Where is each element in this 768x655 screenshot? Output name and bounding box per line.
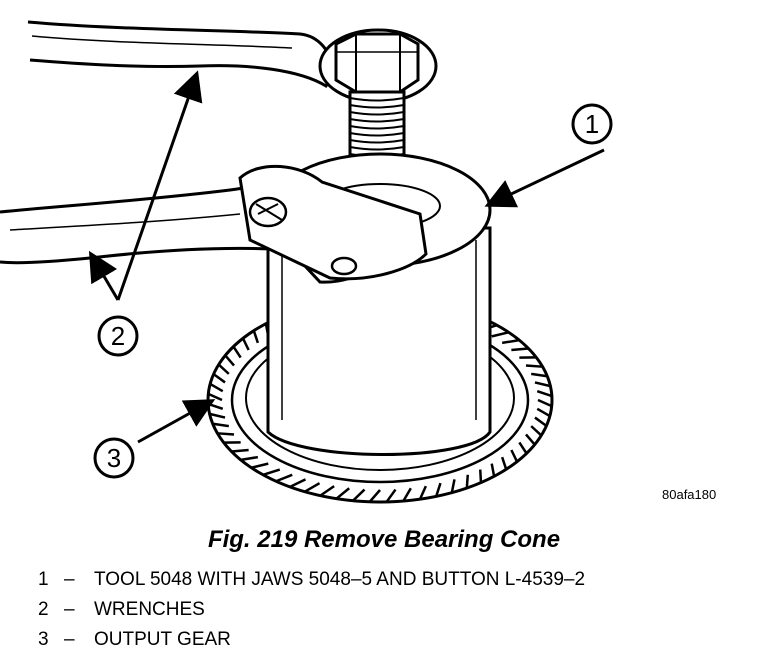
legend-item-number: 2 xyxy=(38,595,64,625)
gear-tooth xyxy=(526,366,543,367)
arrow-2a xyxy=(118,76,196,300)
arrow-3 xyxy=(138,402,210,442)
legend-item-dash: – xyxy=(64,595,94,625)
legend-item-text: OUTPUT GEAR xyxy=(94,625,231,655)
legend-item-text: TOOL 5048 WITH JAWS 5048–5 AND BUTTON L-… xyxy=(94,565,585,595)
illustration-svg: 1 2 3 xyxy=(0,0,768,520)
callout-3-label: 3 xyxy=(107,443,121,473)
legend-item-number: 3 xyxy=(38,625,64,655)
legend-item: 1 – TOOL 5048 WITH JAWS 5048–5 AND BUTTO… xyxy=(38,565,585,595)
gear-tooth xyxy=(480,470,481,483)
gear-tooth xyxy=(467,475,468,488)
callout-2-label: 2 xyxy=(111,321,125,351)
callout-1-label: 1 xyxy=(585,109,599,139)
gear-tooth xyxy=(232,450,249,451)
arrow-1 xyxy=(490,150,604,204)
legend-item-dash: – xyxy=(64,565,94,595)
legend-item-number: 1 xyxy=(38,565,64,595)
callout-3: 3 xyxy=(95,439,133,477)
callout-2: 2 xyxy=(99,317,137,355)
callout-1: 1 xyxy=(573,105,611,143)
legend-item: 3 – OUTPUT GEAR xyxy=(38,625,585,655)
arrow-2b xyxy=(92,256,118,300)
gear-tooth xyxy=(511,349,528,350)
figure-legend: 1 – TOOL 5048 WITH JAWS 5048–5 AND BUTTO… xyxy=(38,565,585,655)
figure-caption: Fig. 219 Remove Bearing Cone xyxy=(0,526,768,554)
gear-tooth xyxy=(217,433,234,434)
bearing-removal-illustration: 1 2 3 xyxy=(0,0,768,520)
legend-item-dash: – xyxy=(64,625,94,655)
legend-item: 2 – WRENCHES xyxy=(38,595,585,625)
legend-item-text: WRENCHES xyxy=(94,595,205,625)
figure-reference-code: 80afa180 xyxy=(662,487,716,502)
